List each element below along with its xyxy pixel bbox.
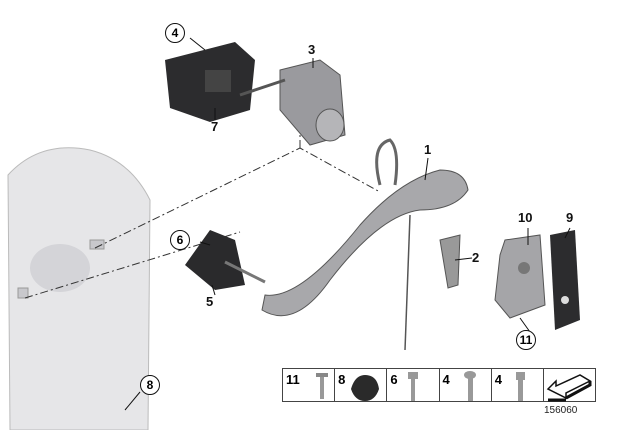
door-cutout: [17, 287, 29, 299]
callout-4: 4: [165, 23, 185, 43]
direction-arrow-cell: [544, 369, 595, 402]
rubber-plug-icon: [351, 375, 380, 401]
callout-1: 1: [424, 142, 432, 157]
part-2-bracket: [439, 234, 461, 289]
callout-5: 5: [206, 294, 214, 309]
leader-lines: [124, 37, 571, 411]
callout-6: 6: [170, 230, 190, 250]
fastener-number: 4: [442, 372, 450, 387]
fastener-number: 6: [390, 372, 398, 387]
callout-11: 11: [516, 330, 536, 350]
fastener-cell-6: 6: [387, 369, 440, 401]
callout-8: 8: [140, 375, 160, 395]
door-handle-recess: [30, 244, 90, 292]
part-9-plate: [550, 230, 580, 330]
reference-number: 156060: [544, 405, 578, 416]
fastener-cell-4b: 4: [492, 369, 544, 401]
socket-head-screw-icon: [515, 372, 525, 401]
part-10-striker: [494, 234, 546, 319]
fastener-cell-4a: 4: [440, 369, 492, 401]
part-6-gasket: [185, 230, 245, 290]
fastener-cell-8: 8: [335, 369, 388, 401]
callout-3: 3: [308, 42, 316, 57]
callout-7: 7: [211, 119, 219, 134]
countersunk-screw-icon: [316, 373, 328, 399]
door-cutout: [89, 239, 105, 250]
callout-2: 2: [472, 250, 480, 265]
fastener-number: 4: [494, 372, 502, 387]
hex-bolt-icon: [408, 372, 419, 401]
fastener-number: 11: [286, 372, 300, 387]
callout-10: 10: [518, 210, 533, 225]
fasteners-table: 11 8 6 4 4: [282, 368, 596, 402]
door-panel: [7, 147, 151, 430]
fastener-cell-11: 11: [283, 369, 336, 401]
fastener-number: 8: [338, 372, 346, 387]
part-1-door-handle: [261, 169, 469, 317]
callout-9: 9: [566, 210, 574, 225]
button-head-screw-icon: [463, 371, 476, 401]
direction-arrow-icon: [546, 374, 592, 402]
